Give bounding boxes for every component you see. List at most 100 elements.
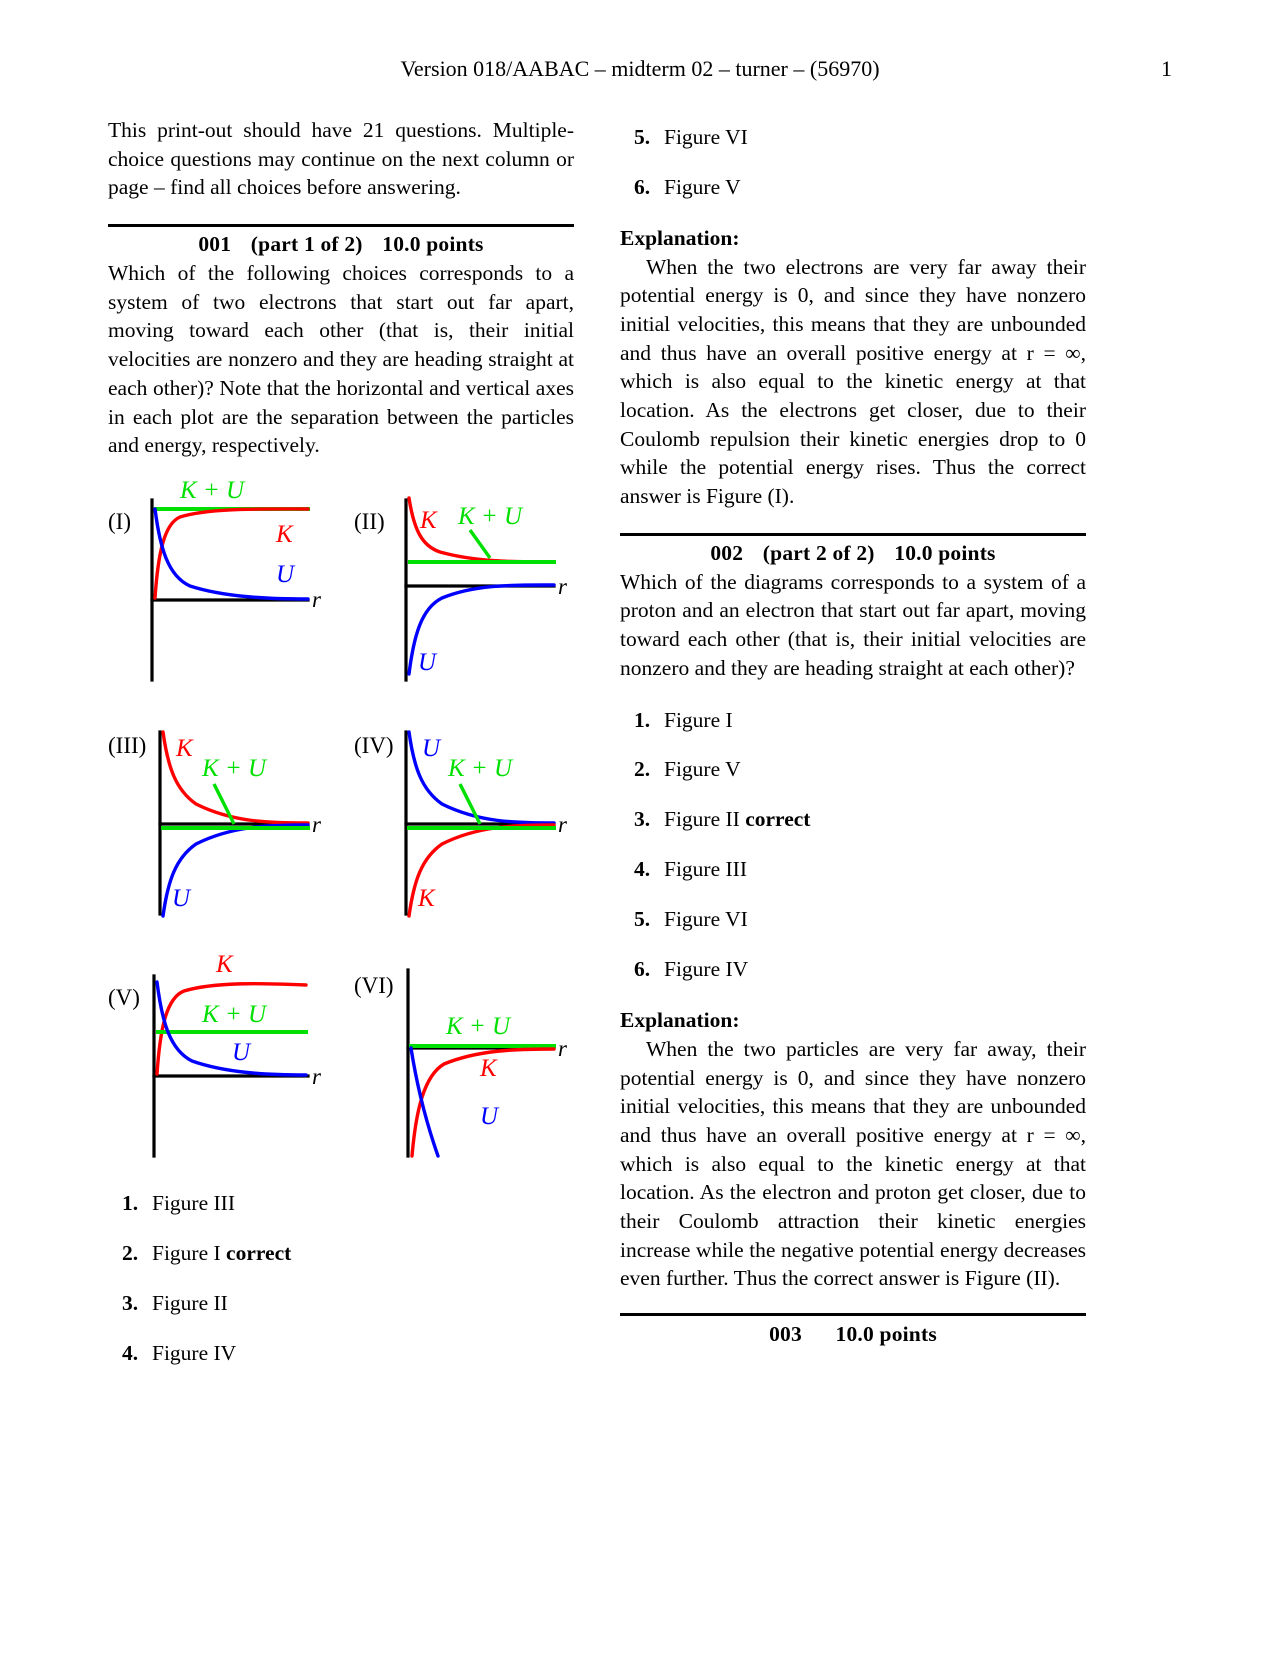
choice-option[interactable]: 1. Figure I xyxy=(620,707,1086,735)
figure-V-potential-curve xyxy=(155,980,308,1077)
choice-number: 6. xyxy=(634,957,651,982)
figure-IV-total-label: K + U xyxy=(447,755,514,782)
page-number: 1 xyxy=(1161,56,1172,81)
figure-IV: (IV) U K + U K xyxy=(354,728,582,918)
left-column: This print-out should have 21 questions.… xyxy=(108,116,574,1390)
choice-option[interactable]: 2. Figure V xyxy=(620,756,1086,784)
figure-IV-label: (IV) xyxy=(354,732,394,758)
choice-number: 6. xyxy=(634,174,651,199)
figure-VI: (VI) K + U K U xyxy=(354,960,582,1160)
choice-text: Figure III xyxy=(152,1190,235,1215)
question-003-header: 003 10.0 points xyxy=(620,1322,1086,1347)
figure-VI-potential-label: U xyxy=(480,1103,500,1130)
choice-text: Figure I xyxy=(152,1240,221,1265)
question-separator-rule xyxy=(108,224,574,228)
exam-version-title: Version 018/AABAC – midterm 02 – turner … xyxy=(400,56,880,81)
choice-option[interactable]: 3. Figure II xyxy=(108,1290,574,1318)
figure-I: (I) K + U K xyxy=(108,477,336,684)
choice-number: 1. xyxy=(634,707,651,732)
choice-label: Figure V xyxy=(664,174,741,202)
figure-II: (II) K K xyxy=(354,484,582,684)
figure-V-label: (V) xyxy=(108,984,140,1010)
explanation-2-text: When the two particles are very far away… xyxy=(620,1036,1086,1291)
choice-number: 1. xyxy=(122,1190,139,1215)
figure-I-total-label: K + U xyxy=(179,477,246,504)
choice-option[interactable]: 6. Figure V xyxy=(620,174,1086,202)
question-002-number: 002 xyxy=(710,540,744,565)
figure-IV-kinetic-curve xyxy=(407,823,556,918)
right-column: 5. Figure VI 6. Figure V Explanation: Wh… xyxy=(620,116,1086,1390)
printout-intro: This print-out should have 21 questions.… xyxy=(108,118,574,200)
figure-III-label: (III) xyxy=(108,732,147,758)
figure-II-kinetic-label: K xyxy=(419,507,438,534)
explanation-1-label: Explanation: xyxy=(620,225,740,250)
choice-number: 4. xyxy=(634,857,651,882)
figure-I-kinetic-label: K xyxy=(275,521,294,548)
figure-III-kinetic-label: K xyxy=(175,735,194,762)
choice-option[interactable]: 4. Figure IV xyxy=(108,1340,574,1368)
figure-VI-potential-curve xyxy=(409,1046,440,1158)
choice-option[interactable]: 6. Figure IV xyxy=(620,956,1086,984)
two-column-body: This print-out should have 21 questions.… xyxy=(108,116,1172,1390)
choice-text: Figure V xyxy=(664,757,741,782)
question-003-number: 003 xyxy=(769,1322,802,1346)
question-003-separator-rule xyxy=(620,1313,1086,1316)
choice-label: Figure II correct xyxy=(664,806,810,834)
figure-IV-kinetic-label: K xyxy=(417,885,436,912)
choice-option[interactable]: 1. Figure III xyxy=(108,1190,574,1218)
figure-IV-total-leader xyxy=(458,783,482,825)
choice-text: Figure IV xyxy=(152,1340,237,1365)
figure-III-total-label: K + U xyxy=(201,755,268,782)
figure-IV-potential-label: U xyxy=(422,735,442,762)
figure-I-label: (I) xyxy=(108,508,131,534)
choice-option[interactable]: 2. Figure I correct xyxy=(108,1240,574,1268)
figure-VI-total-label: K + U xyxy=(445,1013,512,1040)
choice-option[interactable]: 4. Figure III xyxy=(620,856,1086,884)
figure-III-axis-label: r xyxy=(312,812,322,837)
question-002-choices: 1. Figure I 2. Figure V 3. Figure II cor… xyxy=(620,707,1086,985)
choice-number: 4. xyxy=(122,1340,139,1365)
choice-text: Figure II xyxy=(664,807,740,832)
figure-I-axis-label: r xyxy=(312,587,322,612)
choice-text: Figure V xyxy=(664,174,741,199)
question-001-number: 001 xyxy=(198,232,232,257)
figure-I-kinetic-curve xyxy=(153,507,310,600)
choice-text: Figure VI xyxy=(664,907,748,932)
figure-II-potential-label: U xyxy=(418,649,438,676)
choice-number: 5. xyxy=(634,125,651,149)
explanation-1-text: When the two electrons are very far away… xyxy=(620,254,1086,509)
choice-label: Figure I xyxy=(664,707,733,735)
choice-label: Figure III xyxy=(664,856,747,884)
question-002-body: Which of the diagrams corresponds to a s… xyxy=(620,569,1086,680)
figure-I-potential-curve xyxy=(153,507,310,601)
figure-VI-kinetic-label: K xyxy=(479,1055,498,1082)
choice-text: Figure IV xyxy=(664,957,749,982)
figure-V-kinetic-curve xyxy=(155,981,308,1076)
choice-option[interactable]: 3. Figure II correct xyxy=(620,806,1086,834)
question-001-part: (part 1 of 2) xyxy=(250,232,363,257)
figure-III: (III) K K + U xyxy=(108,728,336,918)
question-001-points: 10.0 points xyxy=(382,232,484,257)
question-001-header: 001 (part 1 of 2) 10.0 points xyxy=(108,232,574,257)
choice-option[interactable]: 5. Figure VI xyxy=(620,906,1086,934)
choice-label: Figure I correct xyxy=(152,1240,291,1268)
question-001-choices: 1. Figure III 2. Figure I correct 3. Fig… xyxy=(108,1190,574,1368)
figure-V-total-label: K + U xyxy=(201,1001,268,1028)
choice-number: 3. xyxy=(122,1290,139,1315)
figure-III-kinetic-curve xyxy=(161,730,310,825)
choice-number: 3. xyxy=(634,807,651,832)
figure-II-label: (II) xyxy=(354,508,385,534)
choice-number: 2. xyxy=(634,757,651,782)
correct-marker: correct xyxy=(226,1240,292,1265)
choice-option[interactable]: 5. Figure VI xyxy=(620,124,1086,152)
figure-II-total-label: K + U xyxy=(457,503,524,530)
question-002-separator-rule xyxy=(620,532,1086,536)
figure-IV-potential-curve xyxy=(407,730,556,825)
choice-number: 5. xyxy=(634,907,651,932)
figure-group-5-6: (V) K K + U U xyxy=(108,951,574,1160)
figure-V-axis-label: r xyxy=(312,1064,322,1089)
figure-group-3-4: (III) K K + U xyxy=(108,728,574,918)
figure-V-kinetic-label: K xyxy=(215,951,234,978)
choice-text: Figure III xyxy=(664,857,747,882)
